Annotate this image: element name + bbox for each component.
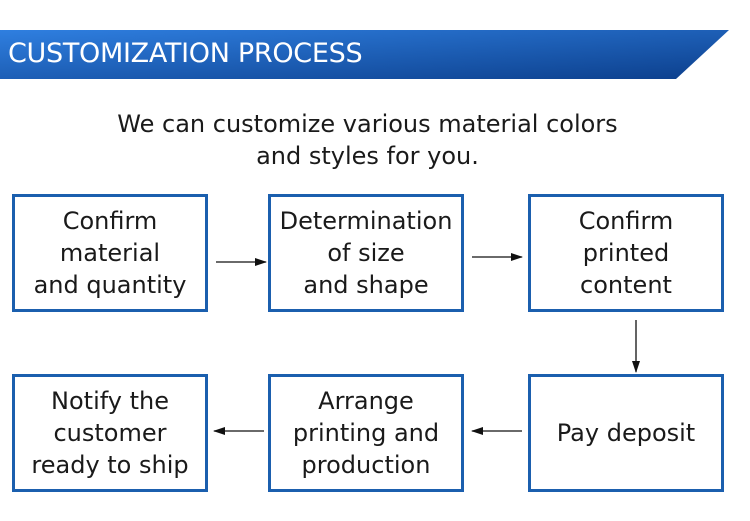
page-title: CUSTOMIZATION PROCESS	[8, 38, 363, 69]
intro-line-1: We can customize various material colors	[117, 110, 618, 138]
step-label: Pay deposit	[556, 419, 696, 447]
step-box-confirm-content: Confirm printed content	[528, 194, 724, 312]
step-box-notify-customer: Notify the customer ready to ship	[12, 374, 208, 492]
step-box-arrange-production: Arrange printing and production	[268, 374, 464, 492]
step-box-pay-deposit: Pay deposit	[528, 374, 724, 492]
intro-line-2: and styles for you.	[256, 142, 479, 170]
step-label: Notify the customer ready to ship	[31, 387, 189, 479]
header-banner: CUSTOMIZATION PROCESS	[0, 30, 750, 80]
step-label: Arrange printing and production	[292, 387, 440, 479]
step-label: Confirm printed content	[578, 207, 674, 299]
step-box-confirm-material: Confirm material and quantity	[12, 194, 208, 312]
banner-shape	[0, 30, 729, 79]
step-box-determine-size: Determination of size and shape	[268, 194, 464, 312]
step-label: Confirm material and quantity	[33, 207, 187, 299]
step-label: Determination of size and shape	[279, 207, 453, 299]
